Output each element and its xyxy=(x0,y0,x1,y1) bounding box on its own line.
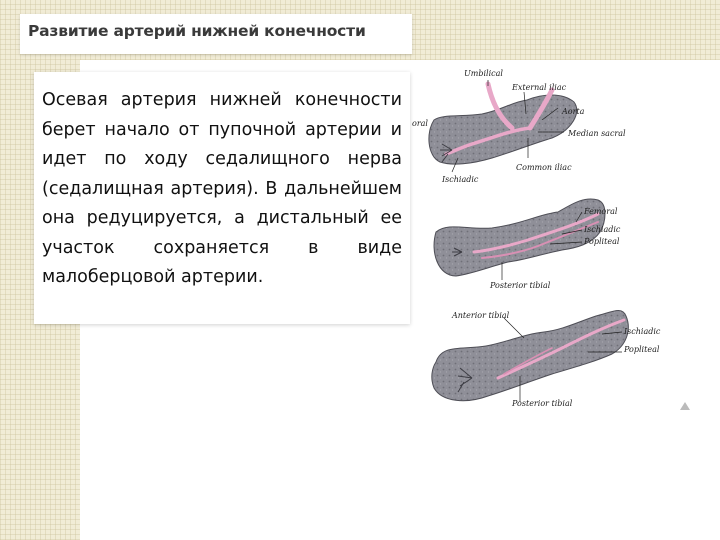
ischiadic-nerve-branches xyxy=(440,143,453,163)
label-popliteal-2: Popliteal xyxy=(583,237,620,246)
pointer-lines-1 xyxy=(451,80,564,173)
label-posterior-tibial-3: Posterior tibial xyxy=(511,399,573,408)
slide-body-text: Осевая артерия нижней конечности берет н… xyxy=(42,90,402,287)
branches-3 xyxy=(457,367,473,393)
title-panel xyxy=(20,14,412,54)
label-ischiadic-3: Ischiadic xyxy=(623,327,661,336)
label-ischiadic-1: Ischiadic xyxy=(441,175,479,184)
artery-aorta xyxy=(527,87,555,131)
label-median-sacral: Median sacral xyxy=(567,129,626,138)
pointer-lines-3 xyxy=(503,317,623,402)
artery-umbilical xyxy=(485,81,515,131)
label-popliteal-3: Popliteal xyxy=(623,345,660,354)
limb-bud-shape xyxy=(433,198,606,277)
figure-panel-2: Femoral Ischiadic Popliteal Posterior ti… xyxy=(433,198,621,290)
figure-panel-1: Umbilical External iliac Aorta Median sa… xyxy=(412,69,626,184)
pointer-lines-2 xyxy=(501,211,583,280)
label-common-iliac: Common iliac xyxy=(516,163,572,172)
label-posterior-tibial-2: Posterior tibial xyxy=(489,281,551,290)
slide-title: Развитие артерий нижней конечности xyxy=(28,22,366,40)
label-ischiadic-2: Ischiadic xyxy=(583,225,621,234)
label-umbilical: Umbilical xyxy=(464,69,503,78)
label-anterior-tibial: Anterior tibial xyxy=(451,311,510,320)
limb-bud-shape xyxy=(431,310,629,402)
artery-development-figure: Umbilical External iliac Aorta Median sa… xyxy=(412,69,661,408)
artery-ischiadic-1 xyxy=(444,126,532,156)
figure-panel-3: Anterior tibial Ischiadic Popliteal Post… xyxy=(431,310,661,408)
label-external-iliac: External iliac xyxy=(511,83,567,92)
branches-2 xyxy=(452,247,463,257)
artery-popliteal xyxy=(496,318,626,380)
label-femoral: Femoral xyxy=(583,207,618,216)
artery-femoral xyxy=(472,212,600,254)
corner-triangle-icon xyxy=(680,402,690,410)
body-panel xyxy=(34,72,410,324)
label-aorta: Aorta xyxy=(561,107,585,116)
label-oral-fragment: oral xyxy=(412,119,428,128)
artery-ischiadic-2 xyxy=(481,221,599,259)
artery-anterior-tibial xyxy=(503,347,553,375)
